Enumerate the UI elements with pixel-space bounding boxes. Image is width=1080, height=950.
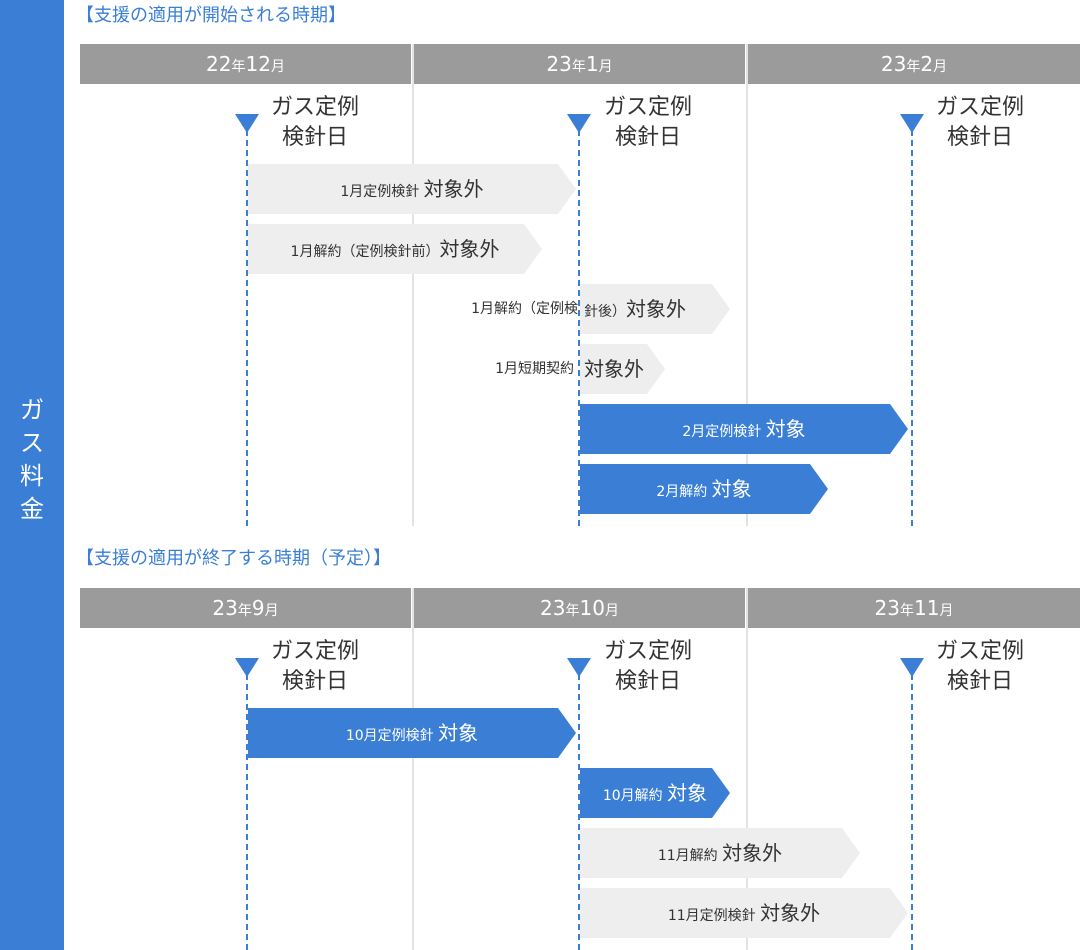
sidebar-char: ガ bbox=[20, 396, 44, 424]
arrow-bar: 2月定例検針 対象 bbox=[580, 404, 908, 454]
reading-day-line bbox=[246, 674, 248, 950]
reading-marker-icon bbox=[900, 114, 924, 133]
arrow-bar: 10月定例検針 対象 bbox=[248, 708, 576, 758]
section1-title: 【支援の適用が開始される時期】 bbox=[76, 5, 346, 26]
month-divider bbox=[746, 44, 748, 526]
month-divider bbox=[412, 44, 414, 526]
reading-day-label: ガス定例検針日 bbox=[270, 639, 359, 694]
sidebar-char: 金 bbox=[20, 495, 44, 523]
arrow-bar: 10月解約 対象 bbox=[580, 768, 730, 818]
reading-day-line bbox=[911, 674, 913, 950]
reading-marker-icon bbox=[567, 114, 591, 133]
reading-day-line bbox=[578, 130, 580, 526]
reading-day-label: ガス定例検針日 bbox=[603, 95, 692, 150]
reading-day-label: ガス定例検針日 bbox=[935, 639, 1024, 694]
arrow-bar-label: 1月短期契約 bbox=[495, 361, 574, 377]
reading-day-label: ガス定例検針日 bbox=[935, 95, 1024, 150]
arrow-bar: 1月定例検針 対象外 bbox=[248, 164, 576, 214]
section2-month-header: 23年11月 bbox=[748, 588, 1080, 628]
section2-title: 【支援の適用が終了する時期（予定）】 bbox=[76, 548, 391, 569]
reading-marker-icon bbox=[900, 658, 924, 677]
reading-day-line bbox=[578, 674, 580, 950]
section2-month-header: 23年10月 bbox=[414, 588, 745, 628]
month-divider bbox=[746, 588, 748, 950]
month-divider bbox=[412, 588, 414, 950]
arrow-bar: 11月解約 対象外 bbox=[580, 828, 860, 878]
section2-month-header: 23年9月 bbox=[80, 588, 411, 628]
sidebar-char: 料 bbox=[20, 462, 44, 490]
section1-month-header: 22年12月 bbox=[80, 44, 411, 84]
section1-month-header: 23年2月 bbox=[748, 44, 1080, 84]
sidebar: ガ ス 料 金 bbox=[0, 0, 64, 950]
arrow-bar-label: 1月解約（定例検 bbox=[471, 301, 578, 317]
reading-marker-icon bbox=[235, 658, 259, 677]
reading-day-label: ガス定例検針日 bbox=[270, 95, 359, 150]
reading-day-line bbox=[911, 130, 913, 526]
section1-month-header: 23年1月 bbox=[414, 44, 745, 84]
reading-day-line bbox=[246, 130, 248, 526]
arrow-bar: 針後）対象外 bbox=[580, 284, 730, 334]
sidebar-char: ス bbox=[20, 429, 44, 457]
reading-day-label: ガス定例検針日 bbox=[603, 639, 692, 694]
reading-marker-icon bbox=[567, 658, 591, 677]
arrow-bar: 2月解約 対象 bbox=[580, 464, 828, 514]
arrow-bar: 対象外 bbox=[580, 344, 665, 394]
arrow-bar: 1月解約（定例検針前）対象外 bbox=[248, 224, 542, 274]
sidebar-label: ガ ス 料 金 bbox=[0, 394, 64, 526]
reading-marker-icon bbox=[235, 114, 259, 133]
arrow-bar: 11月定例検針 対象外 bbox=[580, 888, 908, 938]
